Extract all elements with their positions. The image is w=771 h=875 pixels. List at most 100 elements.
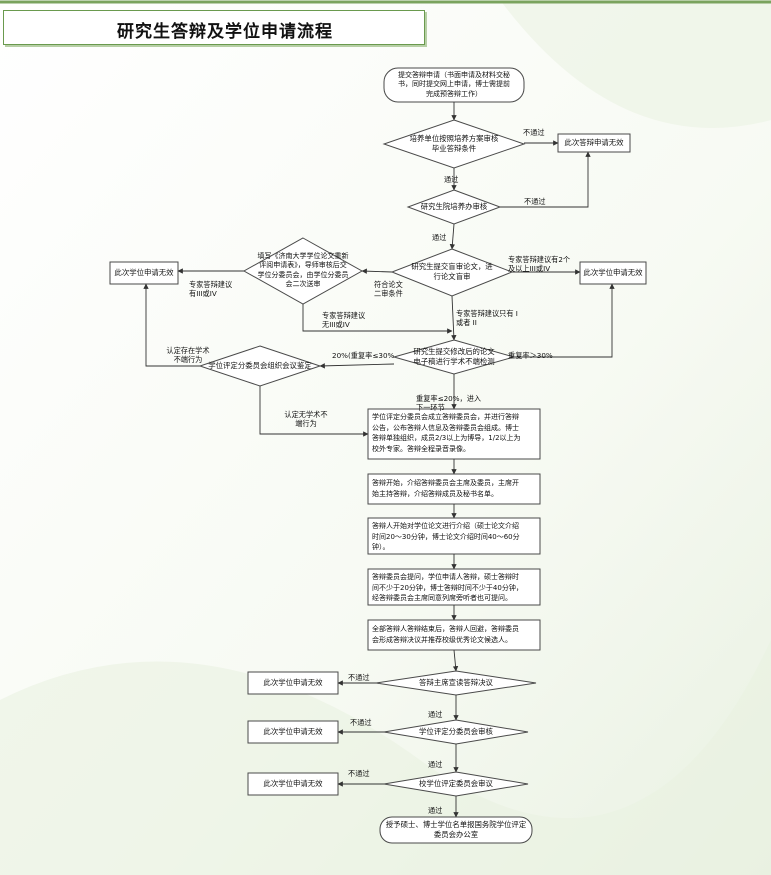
label-two-or-more-1: 专家答辩建议有2个 bbox=[508, 255, 571, 264]
step-open-text: 答辩开始，介绍答辩委员会主席及委员，主席开 始主持答辩，介绍答辩成员及秘书名单。 bbox=[372, 478, 538, 499]
label-only-12-2: 或者 II bbox=[456, 318, 477, 327]
label-only-12: 专家答辩建议只有 I 或者 II bbox=[456, 309, 518, 327]
question-line-1: 答辩委员会提问，学位申请人答辩，硕士答辩时 bbox=[372, 573, 519, 581]
label-expert-no: 专家答辩建议 无III或IV bbox=[322, 311, 365, 329]
invalid-left-text: 此次学位申请无效 bbox=[114, 268, 174, 277]
label-two-or-more: 专家答辩建议有2个 及以上III或IV bbox=[508, 255, 570, 273]
label-dup-mid: 20%(重复率≤30% bbox=[332, 351, 395, 360]
resolve-line-2: 会形成答辩决议并推荐校级优秀论文候选人。 bbox=[372, 635, 512, 644]
unit-review-text: 培养单位按照培养方案审核 毕业答辩条件 bbox=[400, 134, 508, 154]
form-committee-box bbox=[367, 408, 541, 460]
present-line-1: 答辩人开始对学位论文进行介绍（硕士论文介绍 bbox=[372, 522, 519, 530]
label-unit-pass: 通过 bbox=[444, 175, 459, 184]
expert-review-text: 研究生提交盲审论文，进 行论文盲审 bbox=[404, 262, 500, 282]
second-review-text: 填写《济南大学学位论文重新 评阅申请表》，导师审核后交 学位分委员会，由学位分委… bbox=[252, 252, 354, 290]
label-expert-has-2: 有III或IV bbox=[189, 289, 217, 298]
office-review-text: 研究生院培养办审核 bbox=[420, 202, 488, 211]
step-question-box bbox=[367, 568, 541, 606]
label-office-pass: 通过 bbox=[432, 233, 447, 242]
edge-resolve-announce bbox=[452, 649, 459, 672]
unit-review-line-2: 毕业答辩条件 bbox=[431, 144, 477, 153]
page-title: 研究生答辩及学位申请流程 bbox=[117, 22, 333, 42]
check-line-2: 电子稿进行学术不端检测 bbox=[413, 357, 495, 366]
open-line-2: 始主持答辩，介绍答辩成员及秘书名单。 bbox=[372, 489, 498, 498]
label-dup-low-1: 重复率≤20%，进入 bbox=[416, 394, 482, 403]
label-expert-no-1: 专家答辩建议 bbox=[322, 311, 366, 320]
step-question-text: 答辩委员会提问，学位申请人答辩，硕士答辩时 间不少于20分钟，博士答辩时间不少于… bbox=[372, 572, 538, 604]
edge-committee-continue bbox=[259, 386, 369, 437]
start-line-1: 提交答辩申请（书面申请及材料交秘 bbox=[398, 71, 510, 79]
label-two-or-more-2: 及以上III或IV bbox=[508, 264, 551, 273]
label-dup-low: 重复率≤20%，进入 下一环节 bbox=[416, 394, 481, 412]
step-present-box bbox=[367, 517, 541, 555]
label-unit-fail: 不通过 bbox=[523, 128, 545, 137]
edge-office-invalid bbox=[500, 151, 591, 208]
invalid-a-text: 此次学位申请无效 bbox=[263, 678, 323, 687]
start-line-2: 书，同时提交网上申请，博士需提前 bbox=[398, 80, 510, 89]
form-committee-text: 学位评定分委员会成立答辩委员会，并进行答辩 公告，公布答辩人信息及答辩委员会组成… bbox=[372, 412, 538, 454]
title-frame bbox=[3, 10, 425, 45]
step-resolve-text: 全部答辩人答辩结束后，答辩人回避，答辩委员 会形成答辩决议并推荐校级优秀论文候选… bbox=[372, 624, 538, 645]
edge-expert-check bbox=[451, 295, 457, 341]
label-fail-b: 不通过 bbox=[350, 718, 372, 727]
announce-text: 答辩主席宣读答辩决议 bbox=[419, 678, 493, 687]
edge-check-committee bbox=[319, 363, 395, 369]
start-node-text: 提交答辩申请（书面申请及材料交秘 书，同时提交网上申请，博士需提前 完成预答辩工… bbox=[386, 71, 522, 99]
label-pass-a: 通过 bbox=[428, 710, 443, 719]
form-line-3: 答辩单独组织，成员2/3以上为博导，1/2以上为 bbox=[372, 434, 521, 442]
label-fail-a: 不通过 bbox=[348, 673, 370, 682]
form-line-4: 校外专家。答辩全程录音录像。 bbox=[372, 444, 470, 453]
label-expert-has: 专家答辩建议 有III或IV bbox=[189, 280, 232, 298]
label-expert-no-2: 无III或IV bbox=[322, 320, 350, 329]
edge-second-to-check bbox=[302, 304, 453, 334]
form-line-2: 公告，公布答辩人信息及答辩委员会组成。博士 bbox=[372, 423, 519, 432]
question-line-2: 间不少于20分钟，博士答辩时间不少于40分钟， bbox=[372, 583, 523, 592]
label-only-12-1: 专家答辩建议只有 I bbox=[456, 309, 518, 318]
edge-check-high bbox=[514, 283, 615, 358]
present-line-3: 钟）。 bbox=[372, 543, 390, 551]
edge-office-expert bbox=[449, 223, 456, 250]
second-review-line-1: 填写《济南大学学位论文重新 bbox=[257, 252, 349, 260]
form-line-1: 学位评定分委员会成立答辩委员会，并进行答辩 bbox=[372, 413, 519, 421]
question-line-3: 经答辩委员会主席同意列席旁听者也可提问。 bbox=[372, 594, 512, 602]
step-open-box bbox=[367, 473, 541, 505]
label-misconduct-yes: 认定存在学术 不端行为 bbox=[158, 346, 218, 364]
label-misconduct-no-2: 端行为 bbox=[295, 419, 317, 428]
invalid-defense-text: 此次答辩申请无效 bbox=[564, 138, 624, 147]
label-pass-c: 通过 bbox=[428, 806, 443, 815]
label-meets-second-1: 符合论文 bbox=[374, 280, 403, 289]
second-review-line-2: 评阅申请表》，导师审核后交 bbox=[259, 261, 347, 270]
end-node-text: 授予硕士、博士学位名单报国务院学位评定 委员会办公室 bbox=[382, 820, 530, 840]
edge-expert-second bbox=[361, 268, 393, 274]
label-misconduct-yes-2: 不端行为 bbox=[173, 355, 203, 364]
label-misconduct-yes-1: 认定存在学术 bbox=[166, 346, 210, 355]
label-meets-second: 符合论文 二审条件 bbox=[374, 280, 403, 298]
second-review-line-4: 会二次送审 bbox=[285, 280, 321, 289]
check-text: 研究生提交修改后的论文 电子稿进行学术不端检测 bbox=[404, 347, 504, 367]
present-line-2: 时间20～30分钟，博士论文介绍时间40～60分 bbox=[372, 532, 520, 541]
invalid-b-text: 此次学位申请无效 bbox=[263, 727, 323, 736]
label-pass-b: 通过 bbox=[428, 760, 443, 769]
resolve-line-1: 全部答辩人答辩结束后，答辩人回避，答辩委员 bbox=[372, 625, 519, 633]
label-dup-low-2: 下一环节 bbox=[416, 403, 445, 412]
label-dup-high: 重复率＞30% bbox=[508, 351, 553, 360]
committee-review-text: 学位评定分委员会组织会议鉴定 bbox=[208, 361, 312, 370]
end-line-1: 授予硕士、博士学位名单报国务院学位评定 bbox=[385, 820, 527, 829]
label-fail-c: 不通过 bbox=[348, 769, 370, 778]
edge-committee-invalid bbox=[143, 283, 200, 367]
step-present-text: 答辩人开始对学位论文进行介绍（硕士论文介绍 时间20～30分钟，博士论文介绍时间… bbox=[372, 521, 538, 553]
check-line-1: 研究生提交修改后的论文 bbox=[413, 347, 495, 356]
second-review-line-3: 学位分委员会，由学位分委员 bbox=[257, 270, 349, 279]
invalid-right-text: 此次学位申请无效 bbox=[583, 268, 643, 277]
label-expert-has-1: 专家答辩建议 bbox=[189, 280, 233, 289]
unit-review-line-1: 培养单位按照培养方案审核 bbox=[409, 134, 499, 143]
invalid-c-text: 此次学位申请无效 bbox=[263, 779, 323, 788]
label-meets-second-2: 二审条件 bbox=[374, 289, 403, 298]
label-office-fail: 不通过 bbox=[524, 197, 546, 206]
start-line-3: 完成预答辩工作） bbox=[426, 89, 482, 98]
step-resolve-box bbox=[367, 619, 541, 651]
end-line-2: 委员会办公室 bbox=[433, 830, 479, 839]
university-text: 校学位评定委员会审议 bbox=[419, 779, 493, 788]
